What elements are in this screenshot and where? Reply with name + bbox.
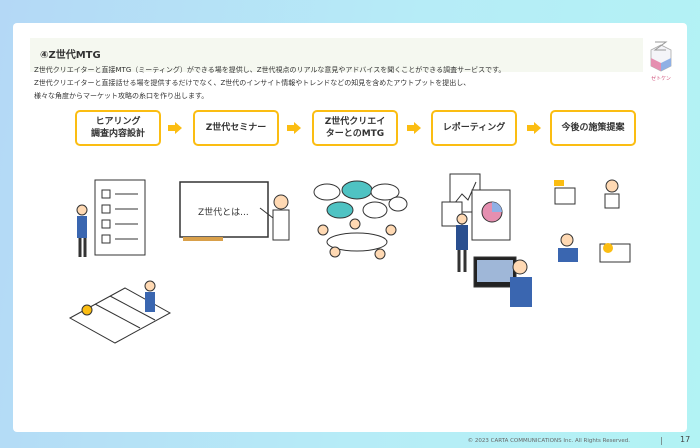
step-proposal: 今後の施策提案: [550, 110, 636, 146]
whiteboard-text: Z世代とは...: [198, 206, 249, 218]
arrow-right-icon: [407, 122, 421, 134]
description: Z世代クリエイターと直接MTG（ミーティング）ができる場を提供し、Z世代視点のリ…: [34, 64, 654, 103]
description-line: 様々な角度からマーケット攻略の糸口を作り出します。: [34, 92, 209, 100]
arrow-right-icon: [527, 122, 541, 134]
planning-illustration: [68, 280, 172, 344]
header-band: [30, 38, 643, 72]
logo-text: ゼトケン: [651, 75, 671, 82]
page-number: 17: [680, 435, 691, 444]
arrow-right-icon: [168, 122, 182, 134]
description-line: Z世代クリエイターと直接話せる場を提供するだけでなく、Z世代のインサイト情報やト…: [34, 79, 471, 87]
meeting-illustration: [313, 180, 408, 260]
reporting-illustration: [441, 173, 532, 307]
zetoken-logo: ゼトケン: [646, 36, 676, 82]
seminar-illustration: Z世代とは...: [179, 181, 290, 241]
proposal-illustration: [554, 179, 631, 263]
step-reporting: レポーティング: [431, 110, 517, 146]
checklist-illustration: [76, 179, 146, 257]
description-line: Z世代クリエイターと直接MTG（ミーティング）ができる場を提供し、Z世代視点のリ…: [34, 66, 506, 74]
step-creator-mtg: Z世代クリエイ ターとのMTG: [312, 110, 398, 146]
step-hearing: ヒアリング 調査内容設計: [75, 110, 161, 146]
footer-separator: |: [660, 436, 663, 445]
step-seminar: Z世代セミナー: [193, 110, 279, 146]
slide-title: ④Z世代MTG: [40, 50, 101, 61]
copyright: © 2023 CARTA COMMUNICATIONS Inc. All Rig…: [467, 438, 630, 444]
arrow-right-icon: [287, 122, 301, 134]
